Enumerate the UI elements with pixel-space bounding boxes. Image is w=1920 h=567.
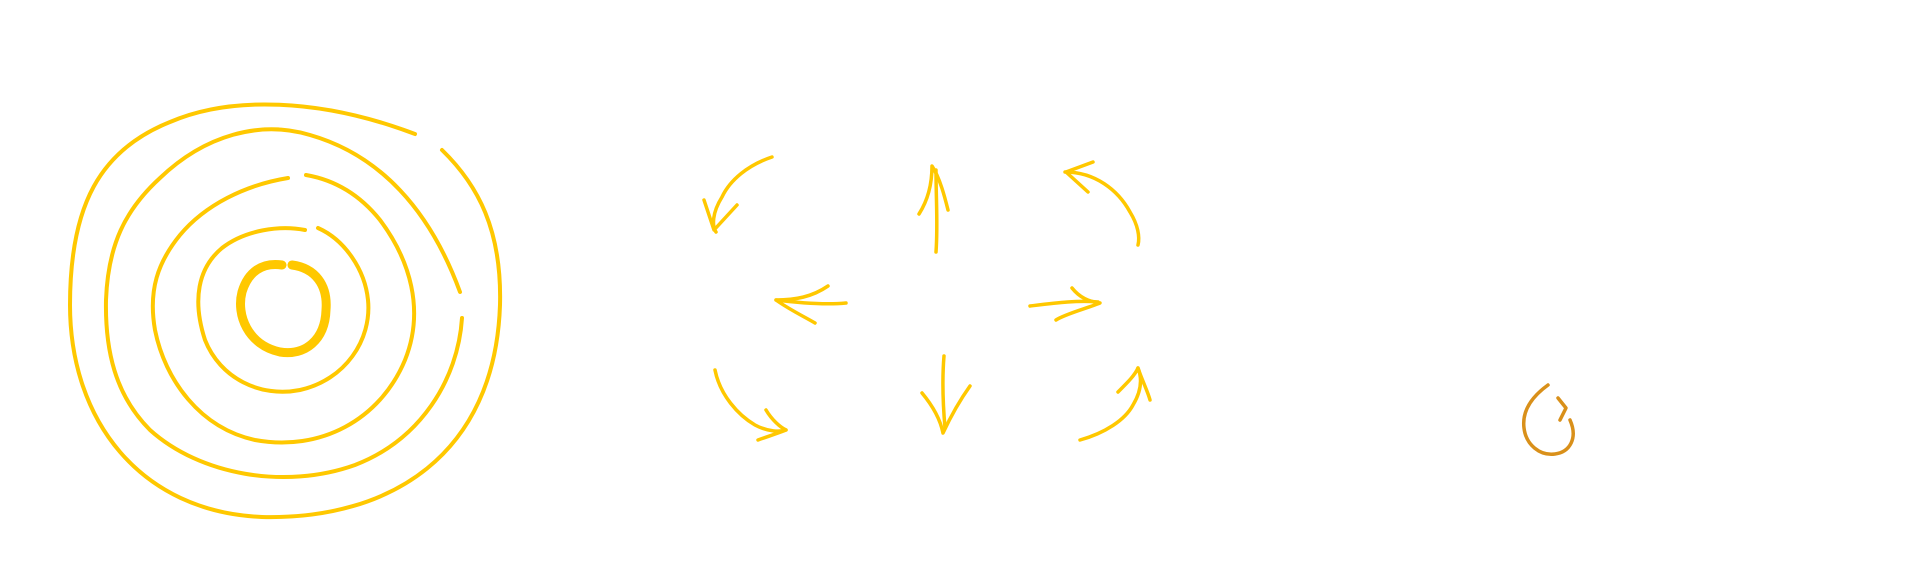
arrow-up-left-curved-icon	[702, 155, 774, 234]
refresh-icon	[1521, 383, 1575, 456]
arrow-up-right-curved-icon	[1063, 160, 1141, 247]
arrow-right-icon	[1028, 286, 1102, 322]
arrow-down-icon	[920, 354, 972, 435]
arrow-down-left-curved-icon	[713, 368, 788, 442]
arrow-up-icon	[917, 164, 950, 254]
arrow-left-icon	[774, 284, 848, 325]
arrow-down-right-curved-icon	[1078, 366, 1152, 442]
maze-icon	[68, 102, 503, 520]
